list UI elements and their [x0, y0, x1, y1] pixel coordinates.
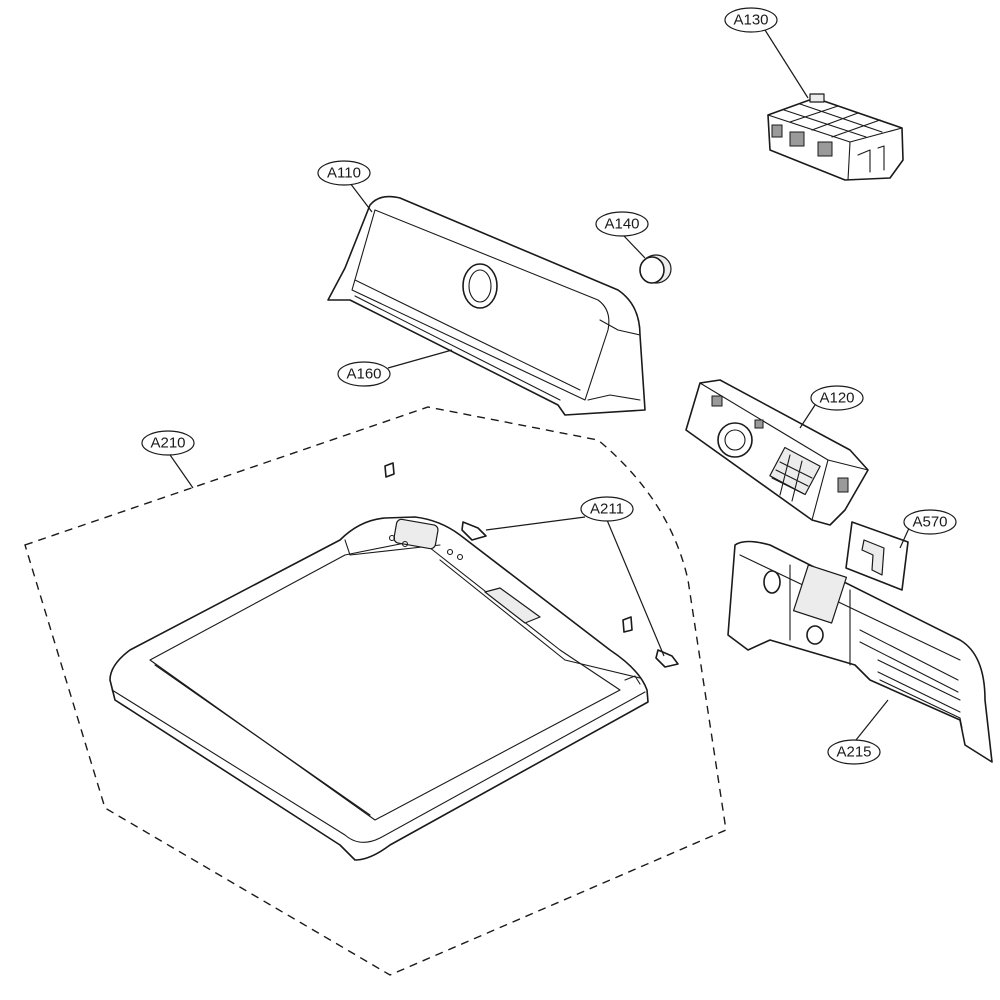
svg-text:A110: A110: [327, 165, 361, 182]
leader-a211-1: [485, 516, 586, 531]
svg-text:A120: A120: [819, 390, 854, 407]
leader-a210: [167, 451, 194, 489]
leader-a140: [623, 235, 646, 259]
callout-a130: A130: [724, 7, 778, 33]
part-a570: [845, 521, 909, 591]
part-a130: [767, 93, 904, 181]
callout-a215: A215: [827, 739, 881, 765]
part-a140: [639, 254, 672, 284]
part-a110: [327, 195, 646, 416]
leader-a120: [799, 404, 816, 429]
leader-a215: [855, 699, 889, 741]
callout-a120: A120: [810, 385, 864, 411]
leader-a211-2: [606, 519, 665, 657]
part-a120: [685, 379, 869, 526]
assembly-group-boundary: [24, 406, 727, 976]
svg-text:A211: A211: [590, 501, 624, 518]
part-a211-pegs: [384, 462, 679, 668]
svg-text:A215: A215: [836, 744, 871, 761]
leader-a130: [764, 29, 809, 99]
leader-a570: [899, 525, 911, 549]
leader-a160: [387, 349, 453, 369]
svg-text:A210: A210: [150, 435, 185, 452]
leader-a110: [349, 182, 373, 213]
callout-a140: A140: [595, 211, 649, 237]
callout-a110: A110: [317, 160, 371, 186]
callout-a210: A210: [141, 430, 195, 456]
callout-a211: A211: [580, 496, 634, 522]
svg-text:A130: A130: [733, 12, 768, 29]
svg-text:A160: A160: [346, 366, 381, 383]
part-a215: [727, 540, 993, 763]
svg-text:A140: A140: [604, 216, 639, 233]
svg-text:A570: A570: [912, 514, 947, 531]
part-a210-top-cover: [109, 516, 649, 861]
callout-a570: A570: [903, 509, 957, 535]
callout-a160: A160: [337, 361, 391, 387]
